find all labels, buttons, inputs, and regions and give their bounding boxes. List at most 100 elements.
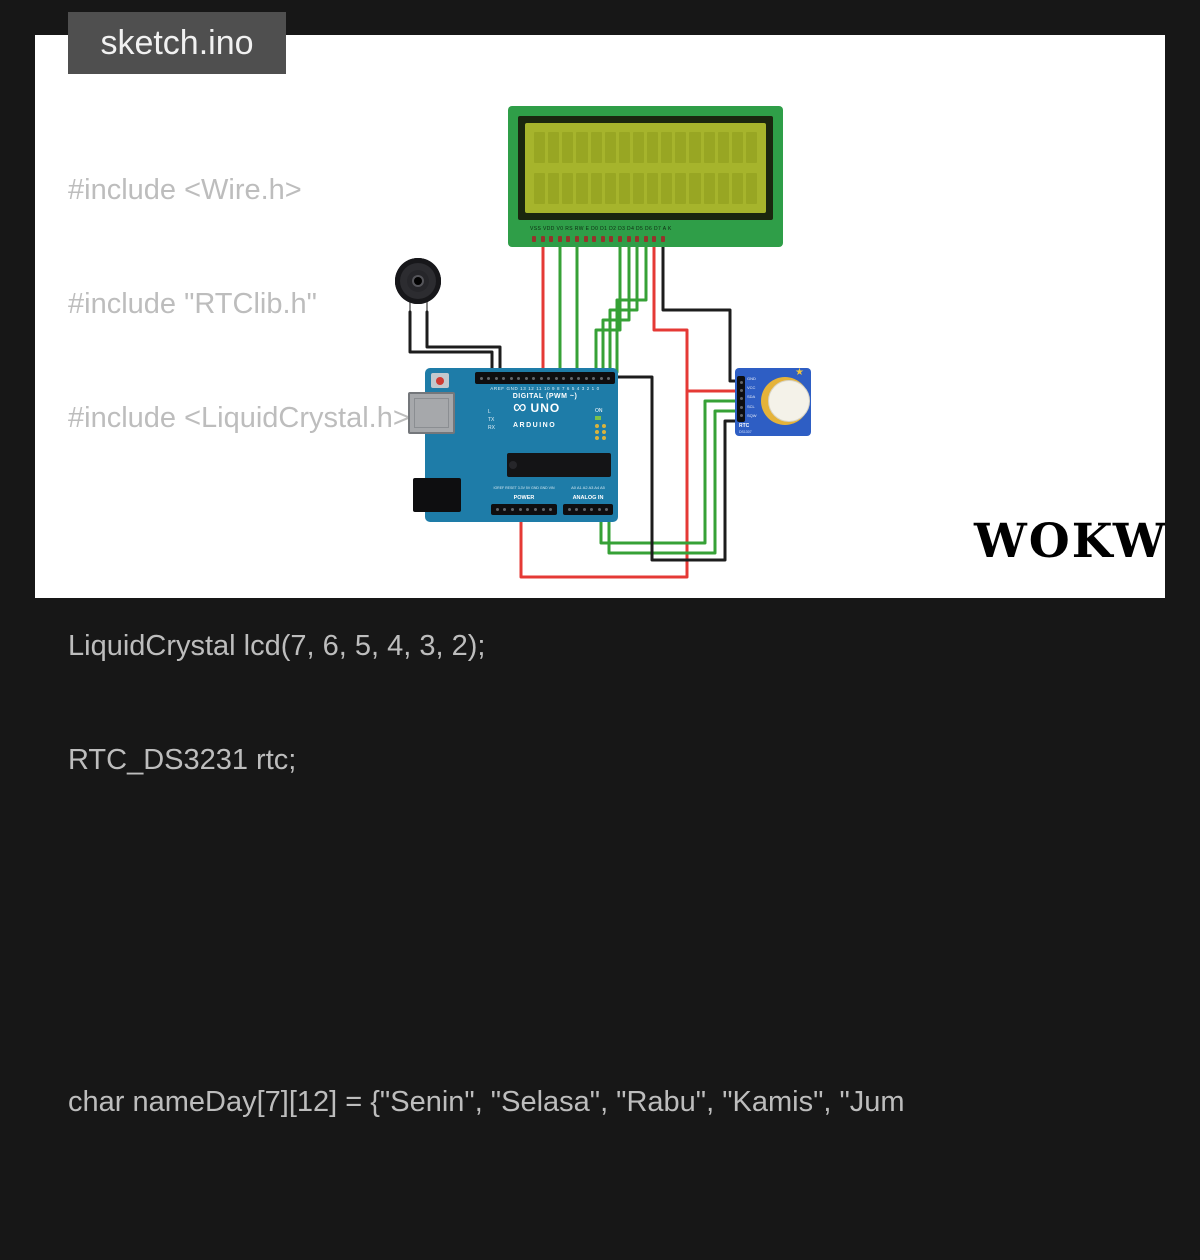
led-tx-label: TX bbox=[488, 417, 495, 423]
rtc-pin-scl: SCL bbox=[747, 403, 755, 409]
lcd-cell bbox=[590, 132, 602, 163]
lcd-cell bbox=[548, 173, 560, 204]
lcd-cell bbox=[689, 132, 701, 163]
arduino-brand-label: ARDUINO bbox=[513, 422, 557, 429]
usb-connector bbox=[408, 392, 455, 434]
atmega-ic-chip bbox=[507, 453, 611, 477]
pin-hole bbox=[584, 376, 588, 380]
code-line bbox=[68, 1192, 905, 1240]
code-line bbox=[68, 964, 905, 1012]
frame-bar-left bbox=[0, 0, 35, 630]
led-labels: L TX RX bbox=[488, 408, 495, 432]
code-line: char nameDay[7][12] = {"Senin", "Selasa"… bbox=[68, 1086, 905, 1118]
power-label: POWER bbox=[513, 495, 535, 501]
lcd-pad bbox=[583, 236, 588, 242]
lcd-cell bbox=[745, 132, 757, 163]
on-label: ON bbox=[595, 408, 603, 414]
rtc-pin-sqw: SQW bbox=[747, 412, 757, 418]
code-line: RTC_DS3231 rtc; bbox=[68, 744, 297, 776]
lcd-cell bbox=[548, 132, 560, 163]
pin-hole bbox=[575, 508, 579, 511]
pin-hole bbox=[605, 508, 609, 511]
arduino-logo: ∞ UNO bbox=[513, 398, 560, 417]
reset-button bbox=[431, 373, 449, 388]
rtc-pin-vcc: VCC bbox=[747, 385, 756, 391]
rtc-chip-label: DS1307 bbox=[739, 430, 752, 434]
pin-hole bbox=[503, 508, 507, 511]
lcd-pin-labels: VSS VDD V0 RS RW E D0 D1 D2 D3 D4 D5 D6 … bbox=[530, 226, 672, 232]
pin-hole bbox=[739, 397, 743, 401]
power-header bbox=[491, 504, 557, 515]
pin-hole bbox=[502, 376, 506, 380]
pin-hole bbox=[487, 376, 491, 380]
icsp-dot bbox=[595, 436, 599, 440]
pin-hole bbox=[592, 376, 596, 380]
lcd-pad bbox=[549, 236, 554, 242]
pin-hole bbox=[541, 508, 545, 511]
icsp-dot bbox=[595, 424, 599, 428]
lcd-pad bbox=[635, 236, 640, 242]
led-rx-label: RX bbox=[488, 425, 495, 431]
lcd-cell bbox=[604, 173, 616, 204]
lcd-cell bbox=[618, 173, 630, 204]
pin-hole bbox=[539, 376, 543, 380]
pin-hole bbox=[562, 376, 566, 380]
lcd-cell bbox=[661, 132, 673, 163]
buzzer[interactable] bbox=[395, 258, 441, 304]
pin-hole bbox=[554, 376, 558, 380]
lcd-screen bbox=[525, 123, 766, 213]
icsp-header bbox=[595, 424, 607, 440]
board-model-label: UNO bbox=[530, 400, 561, 415]
code-line bbox=[68, 850, 905, 898]
pin-hole bbox=[739, 381, 743, 385]
lcd-pad bbox=[617, 236, 622, 242]
reset-button-cap bbox=[436, 377, 444, 385]
pin-hole bbox=[547, 376, 551, 380]
lcd-cell bbox=[731, 173, 743, 204]
infinity-logo-icon: ∞ bbox=[513, 397, 527, 418]
pin-hole bbox=[509, 376, 513, 380]
lcd-pad bbox=[532, 236, 536, 242]
lcd-bezel bbox=[518, 116, 773, 220]
lcd1602-module[interactable]: VSS VDD V0 RS RW E D0 D1 D2 D3 D4 D5 D6 … bbox=[508, 106, 783, 247]
lcd-cell bbox=[562, 132, 574, 163]
lcd-pin-pads bbox=[532, 236, 665, 242]
lcd-cell bbox=[675, 132, 687, 163]
lcd-pad bbox=[592, 236, 597, 242]
frame-bar-bottom bbox=[0, 598, 1200, 630]
lcd-cell bbox=[717, 173, 729, 204]
pin-hole bbox=[567, 508, 571, 511]
lcd-pad bbox=[626, 236, 631, 242]
pin-hole bbox=[495, 508, 499, 511]
pin-hole bbox=[494, 376, 498, 380]
led-l-label: L bbox=[488, 409, 491, 415]
icsp-dot bbox=[602, 424, 606, 428]
pin-hole bbox=[739, 389, 743, 393]
code-editor: #include <Wire.h> #include "RTClib.h" #i… bbox=[68, 100, 905, 1260]
lcd-cell bbox=[689, 173, 701, 204]
rtc-ds1307-module[interactable]: GND VCC SDA SCL SQW ★ RTC DS1307 bbox=[735, 367, 811, 436]
code-line: #include <Wire.h> bbox=[68, 174, 302, 206]
buzzer-hole bbox=[414, 277, 422, 285]
analog-header bbox=[563, 504, 613, 515]
pin-hole bbox=[607, 376, 611, 380]
pin-hole bbox=[479, 376, 483, 380]
ic-notch bbox=[509, 461, 517, 469]
lcd-cell bbox=[618, 132, 630, 163]
lcd-pad bbox=[660, 236, 665, 242]
lcd-cell bbox=[717, 132, 729, 163]
lcd-cell bbox=[590, 173, 602, 204]
lcd-pad bbox=[600, 236, 605, 242]
pin-hole bbox=[524, 376, 528, 380]
file-tab-label: sketch.ino bbox=[100, 23, 254, 62]
pin-hole bbox=[569, 376, 573, 380]
file-tab[interactable]: sketch.ino bbox=[68, 12, 286, 74]
lcd-character-grid bbox=[534, 132, 757, 204]
lcd-cell bbox=[576, 132, 588, 163]
lcd-cell bbox=[703, 132, 715, 163]
pin-hole bbox=[549, 508, 553, 511]
lcd-cell bbox=[632, 173, 644, 204]
arduino-uno-board[interactable]: AREF GND 13 12 11 10 9 8 7 6 5 4 3 2 1 0… bbox=[408, 368, 618, 522]
rtc-pin-labels: GND VCC SDA SCL SQW bbox=[747, 374, 757, 420]
pin-hole bbox=[599, 376, 603, 380]
